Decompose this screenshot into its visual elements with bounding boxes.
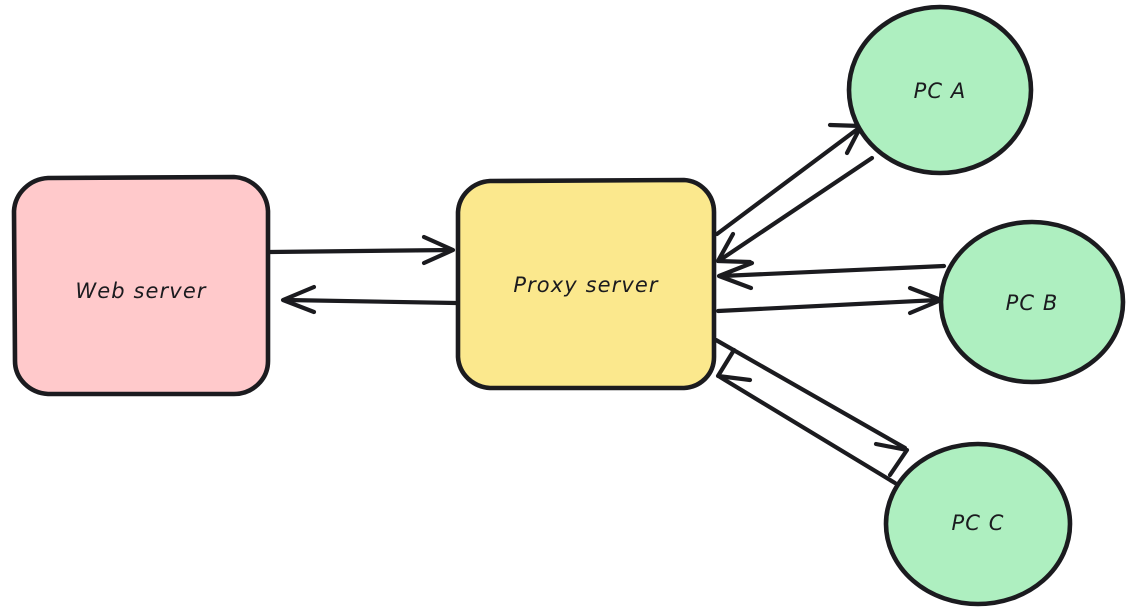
pc-a-label: PC A <box>914 79 967 103</box>
pc-c-label: PC C <box>951 511 1004 535</box>
node-pc-a[interactable]: PC A <box>846 4 1034 176</box>
edge-proxy-to-web[interactable] <box>280 284 459 315</box>
node-web-server[interactable]: Web server <box>11 174 271 397</box>
pc-b-shape <box>938 219 1126 385</box>
web-server-label: Web server <box>75 279 206 303</box>
pc-a-shape <box>846 4 1034 176</box>
edge-pc-c-to-proxy[interactable] <box>715 347 898 486</box>
node-pc-c[interactable]: PC C <box>883 441 1073 607</box>
node-pc-b[interactable]: PC B <box>938 219 1126 385</box>
proxy-server-shape <box>455 177 717 391</box>
edge-web-to-proxy[interactable] <box>267 234 456 266</box>
proxy-server-label: Proxy server <box>513 273 659 297</box>
pc-b-label: PC B <box>1006 291 1059 315</box>
edge-proxy-to-pc-c[interactable] <box>713 337 910 478</box>
web-server-shape <box>11 174 271 397</box>
edge-proxy-to-pc-b[interactable] <box>715 285 944 316</box>
pc-c-shape <box>883 441 1073 607</box>
node-proxy-server[interactable]: Proxy server <box>455 177 717 391</box>
edge-pc-b-to-proxy[interactable] <box>716 260 947 291</box>
edge-pc-a-to-proxy[interactable] <box>715 155 875 265</box>
